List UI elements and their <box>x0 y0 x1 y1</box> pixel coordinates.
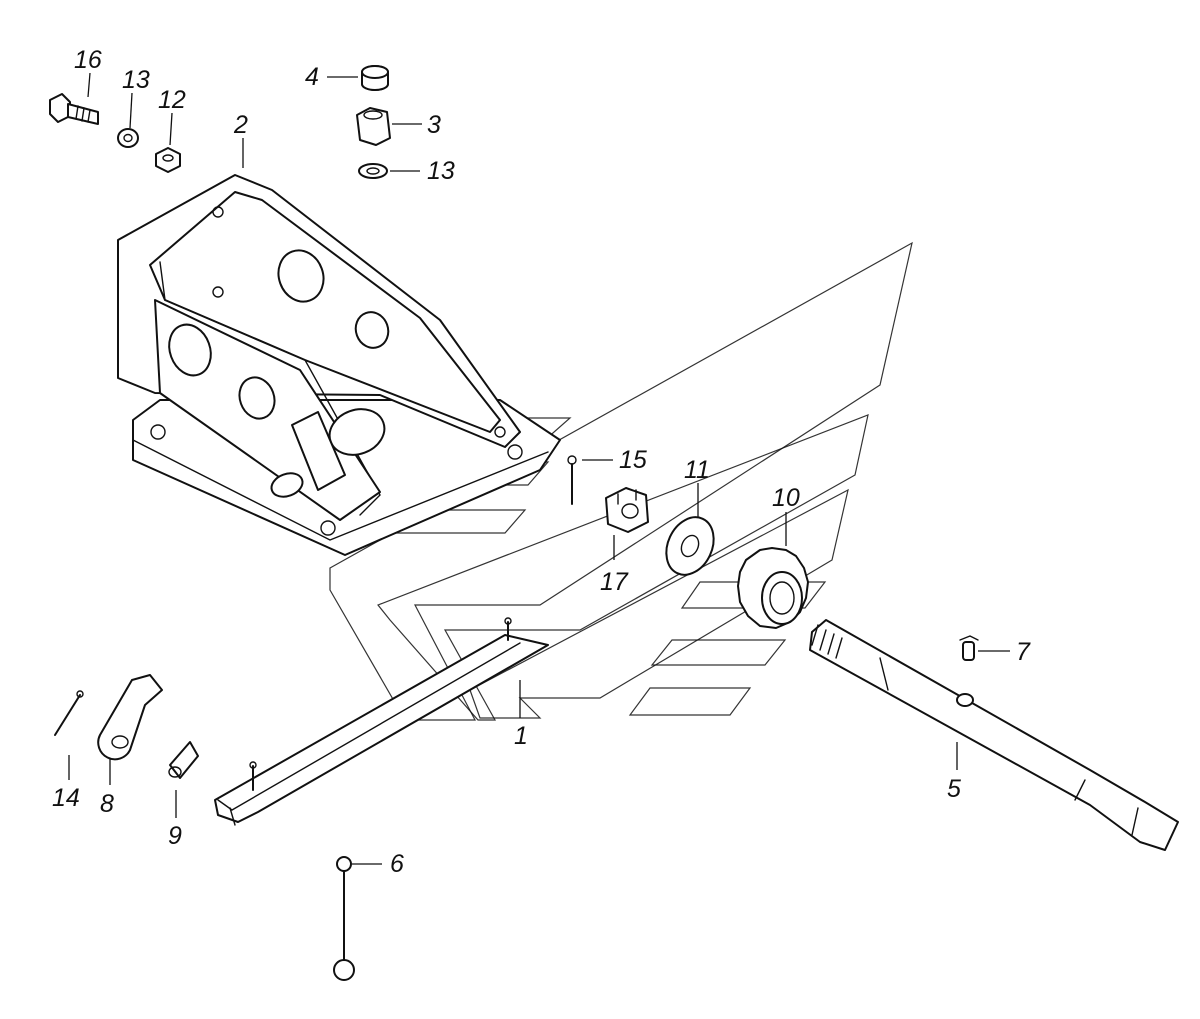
cotter-pin-small <box>567 455 577 505</box>
ball-rod <box>333 856 355 981</box>
cap <box>361 65 389 91</box>
label-part-10: 10 <box>772 484 800 512</box>
spring-clip <box>168 741 199 779</box>
cap-nut <box>356 107 391 146</box>
label-part-14: 14 <box>52 784 80 812</box>
shaft <box>809 619 1179 851</box>
label-part-11: 11 <box>684 456 710 484</box>
cotter-pin-long <box>54 690 84 736</box>
lock-washer <box>117 128 139 148</box>
lever-clamp <box>97 674 163 761</box>
label-part-9: 9 <box>168 822 182 850</box>
label-part-13-right: 13 <box>427 157 455 185</box>
washer-top <box>358 163 388 179</box>
label-part-6: 6 <box>390 850 404 878</box>
label-part-12: 12 <box>158 86 186 114</box>
label-part-17: 17 <box>600 568 629 596</box>
label-part-13-left: 13 <box>122 66 150 94</box>
part-numbers: 16 13 12 2 4 3 13 15 11 10 17 1 7 5 14 8… <box>52 46 1031 878</box>
leader-lines <box>68 72 1010 865</box>
label-part-8: 8 <box>100 790 114 818</box>
label-part-4: 4 <box>305 63 319 91</box>
label-part-7: 7 <box>1016 638 1031 666</box>
bolt <box>49 93 99 125</box>
label-part-5: 5 <box>947 775 961 803</box>
key-pin <box>959 635 979 661</box>
label-part-1: 1 <box>514 722 528 750</box>
bracket-housing <box>117 174 561 556</box>
label-part-2: 2 <box>233 111 248 139</box>
label-part-3: 3 <box>427 111 441 139</box>
flat-washer <box>665 516 715 576</box>
guide-rail <box>214 617 549 826</box>
sprocket <box>737 547 809 629</box>
nut <box>155 147 181 173</box>
label-part-16: 16 <box>74 46 102 74</box>
label-part-15: 15 <box>619 446 647 474</box>
castle-nut <box>605 487 649 533</box>
